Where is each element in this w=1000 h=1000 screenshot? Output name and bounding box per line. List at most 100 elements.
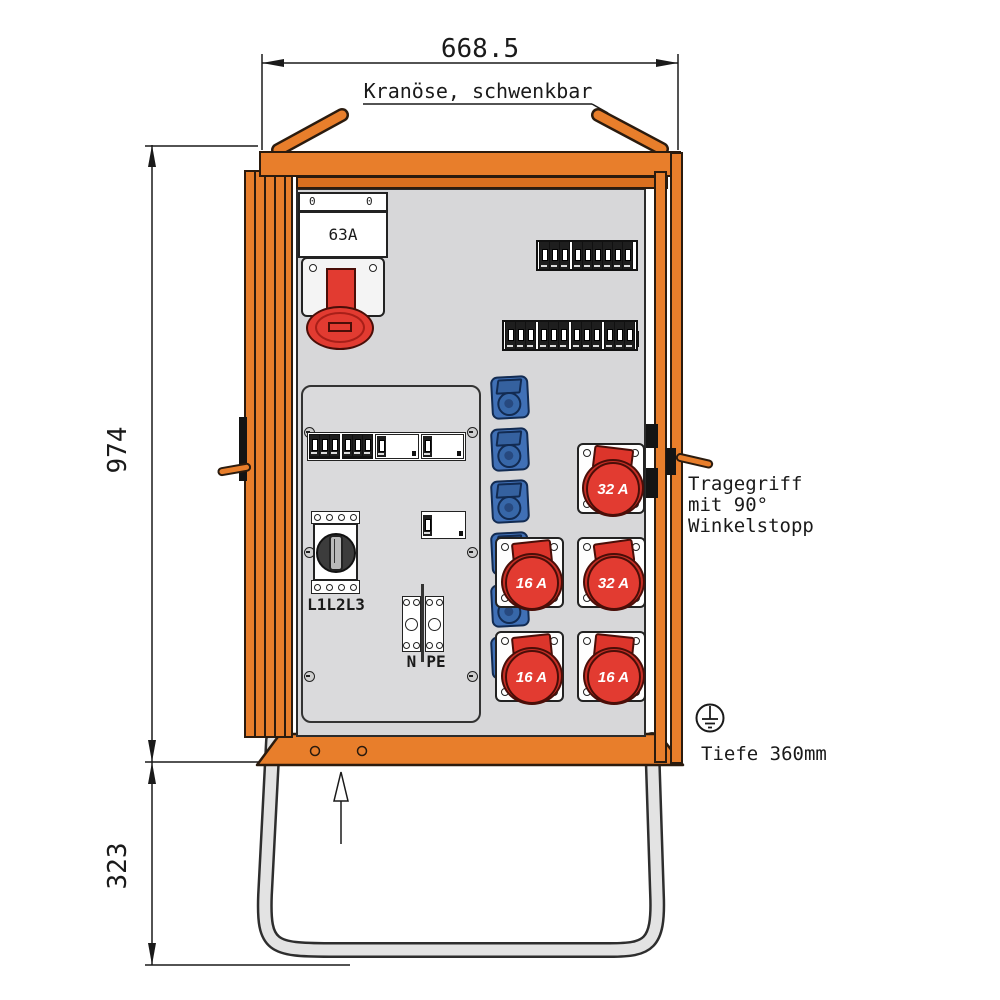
screw-icon	[369, 264, 377, 272]
socket-rating-label: 32 A	[597, 480, 629, 498]
switch-terminals-bottom	[311, 580, 360, 594]
cee-socket-32a-1: 32 A	[577, 443, 645, 517]
breaker-module	[550, 242, 559, 269]
breaker-module	[310, 435, 319, 456]
bottom-arrow-marker	[333, 771, 349, 844]
cabinet-door-open-left	[244, 170, 293, 738]
breaker-module	[320, 435, 329, 456]
breaker-module	[549, 322, 558, 349]
terminal-dot	[413, 599, 420, 606]
depth-note: Tiefe 360mm	[701, 743, 827, 765]
inlet-indicator-right: 0	[366, 195, 373, 208]
screw-icon	[583, 449, 591, 457]
pe-label: PE	[426, 652, 446, 671]
screw-icon	[309, 264, 317, 272]
cee-socket-16a-1: 16 A	[495, 537, 564, 611]
handle-annotation: Tragegriff mit 90° Winkelstopp	[688, 474, 814, 537]
breaker-module	[539, 322, 548, 349]
handle-annotation-line2: mit 90°	[688, 494, 769, 516]
inlet-cap-handle	[328, 322, 352, 332]
width-dimension-label: 668.5	[440, 34, 520, 64]
breaker-module	[623, 242, 632, 269]
rcd-module	[420, 434, 464, 459]
screw-icon	[467, 547, 478, 558]
terminal-dot	[314, 514, 322, 521]
socket-face	[496, 391, 522, 417]
breaker-module	[583, 242, 592, 269]
schuko-socket	[489, 375, 531, 420]
terminal-hole	[405, 617, 418, 631]
breaker-row-top	[536, 240, 638, 271]
terminal-dot	[349, 583, 357, 591]
screw-icon	[501, 637, 509, 645]
breaker-module	[559, 322, 568, 349]
breaker-module	[423, 514, 432, 536]
cee-socket-16a-2: 16 A	[495, 631, 564, 705]
socket-body: 32 A	[586, 462, 640, 516]
breaker-module	[603, 242, 612, 269]
breaker-group	[505, 321, 536, 350]
schuko-socket-grid	[489, 375, 566, 680]
handle-annotation-line1: Tragegriff	[688, 473, 803, 495]
door-hinge-right-top	[646, 424, 658, 448]
crane-eye-left	[271, 108, 349, 157]
inlet-cap-ring	[315, 312, 365, 343]
inlet-indicator-box: 0 0	[298, 192, 388, 212]
socket-body: 32 A	[586, 556, 641, 610]
main-switch	[313, 523, 358, 581]
breaker-module	[613, 242, 622, 269]
cee-socket-32a-2: 32 A	[577, 537, 646, 611]
terminal-dot	[403, 642, 410, 649]
terminal-dot	[326, 514, 334, 521]
breaker-module	[363, 435, 372, 456]
screw-icon	[467, 671, 478, 682]
breaker-module	[560, 242, 569, 269]
terminal-dot	[403, 599, 410, 606]
screw-icon	[583, 637, 591, 645]
breaker-group	[539, 241, 570, 270]
breaker-module	[625, 322, 634, 349]
breaker-module	[377, 436, 386, 457]
socket-body: 16 A	[586, 650, 641, 704]
terminal-dot	[349, 514, 357, 521]
npe-divider-bar	[421, 584, 424, 662]
terminal-dot	[426, 642, 433, 649]
door-hinge-right-bottom	[646, 468, 658, 498]
main-switch-phases-label: L1L2L3	[307, 595, 365, 614]
breaker-module	[605, 322, 614, 349]
screw-icon	[583, 543, 591, 551]
terminal-dot	[337, 514, 345, 521]
terminal-dot	[326, 583, 334, 591]
terminal-dot	[314, 583, 322, 591]
rotary-knob	[315, 533, 356, 573]
terminal-dots	[403, 599, 420, 606]
breaker-group	[604, 321, 635, 350]
breaker-module	[615, 322, 624, 349]
schuko-socket	[489, 479, 531, 524]
rcd-module-single	[421, 511, 466, 539]
breaker-module	[526, 322, 535, 349]
breaker-module	[422, 436, 432, 457]
breaker-group	[538, 321, 569, 350]
breaker-module	[572, 322, 581, 349]
height-dimension-label: 974	[103, 426, 133, 474]
breaker-module	[582, 322, 591, 349]
breaker-module	[516, 322, 525, 349]
socket-body: 16 A	[504, 650, 559, 704]
socket-rating-label: 16 A	[515, 574, 548, 592]
n-label: N	[406, 652, 417, 671]
breaker-group	[571, 321, 602, 350]
screw-icon	[501, 543, 509, 551]
dimension-arrowheads	[148, 59, 678, 965]
n-terminal-block	[402, 596, 421, 652]
screw-icon	[467, 427, 478, 438]
crane-label: Kranöse, schwenkbar	[363, 79, 593, 103]
socket-rating-label: 32 A	[597, 574, 630, 592]
breaker-group	[342, 434, 373, 459]
breaker-module	[540, 242, 549, 269]
terminal-dot	[436, 642, 443, 649]
breaker-group	[309, 434, 340, 459]
breaker-row-middle	[502, 320, 638, 351]
dimension-lines	[145, 54, 679, 966]
